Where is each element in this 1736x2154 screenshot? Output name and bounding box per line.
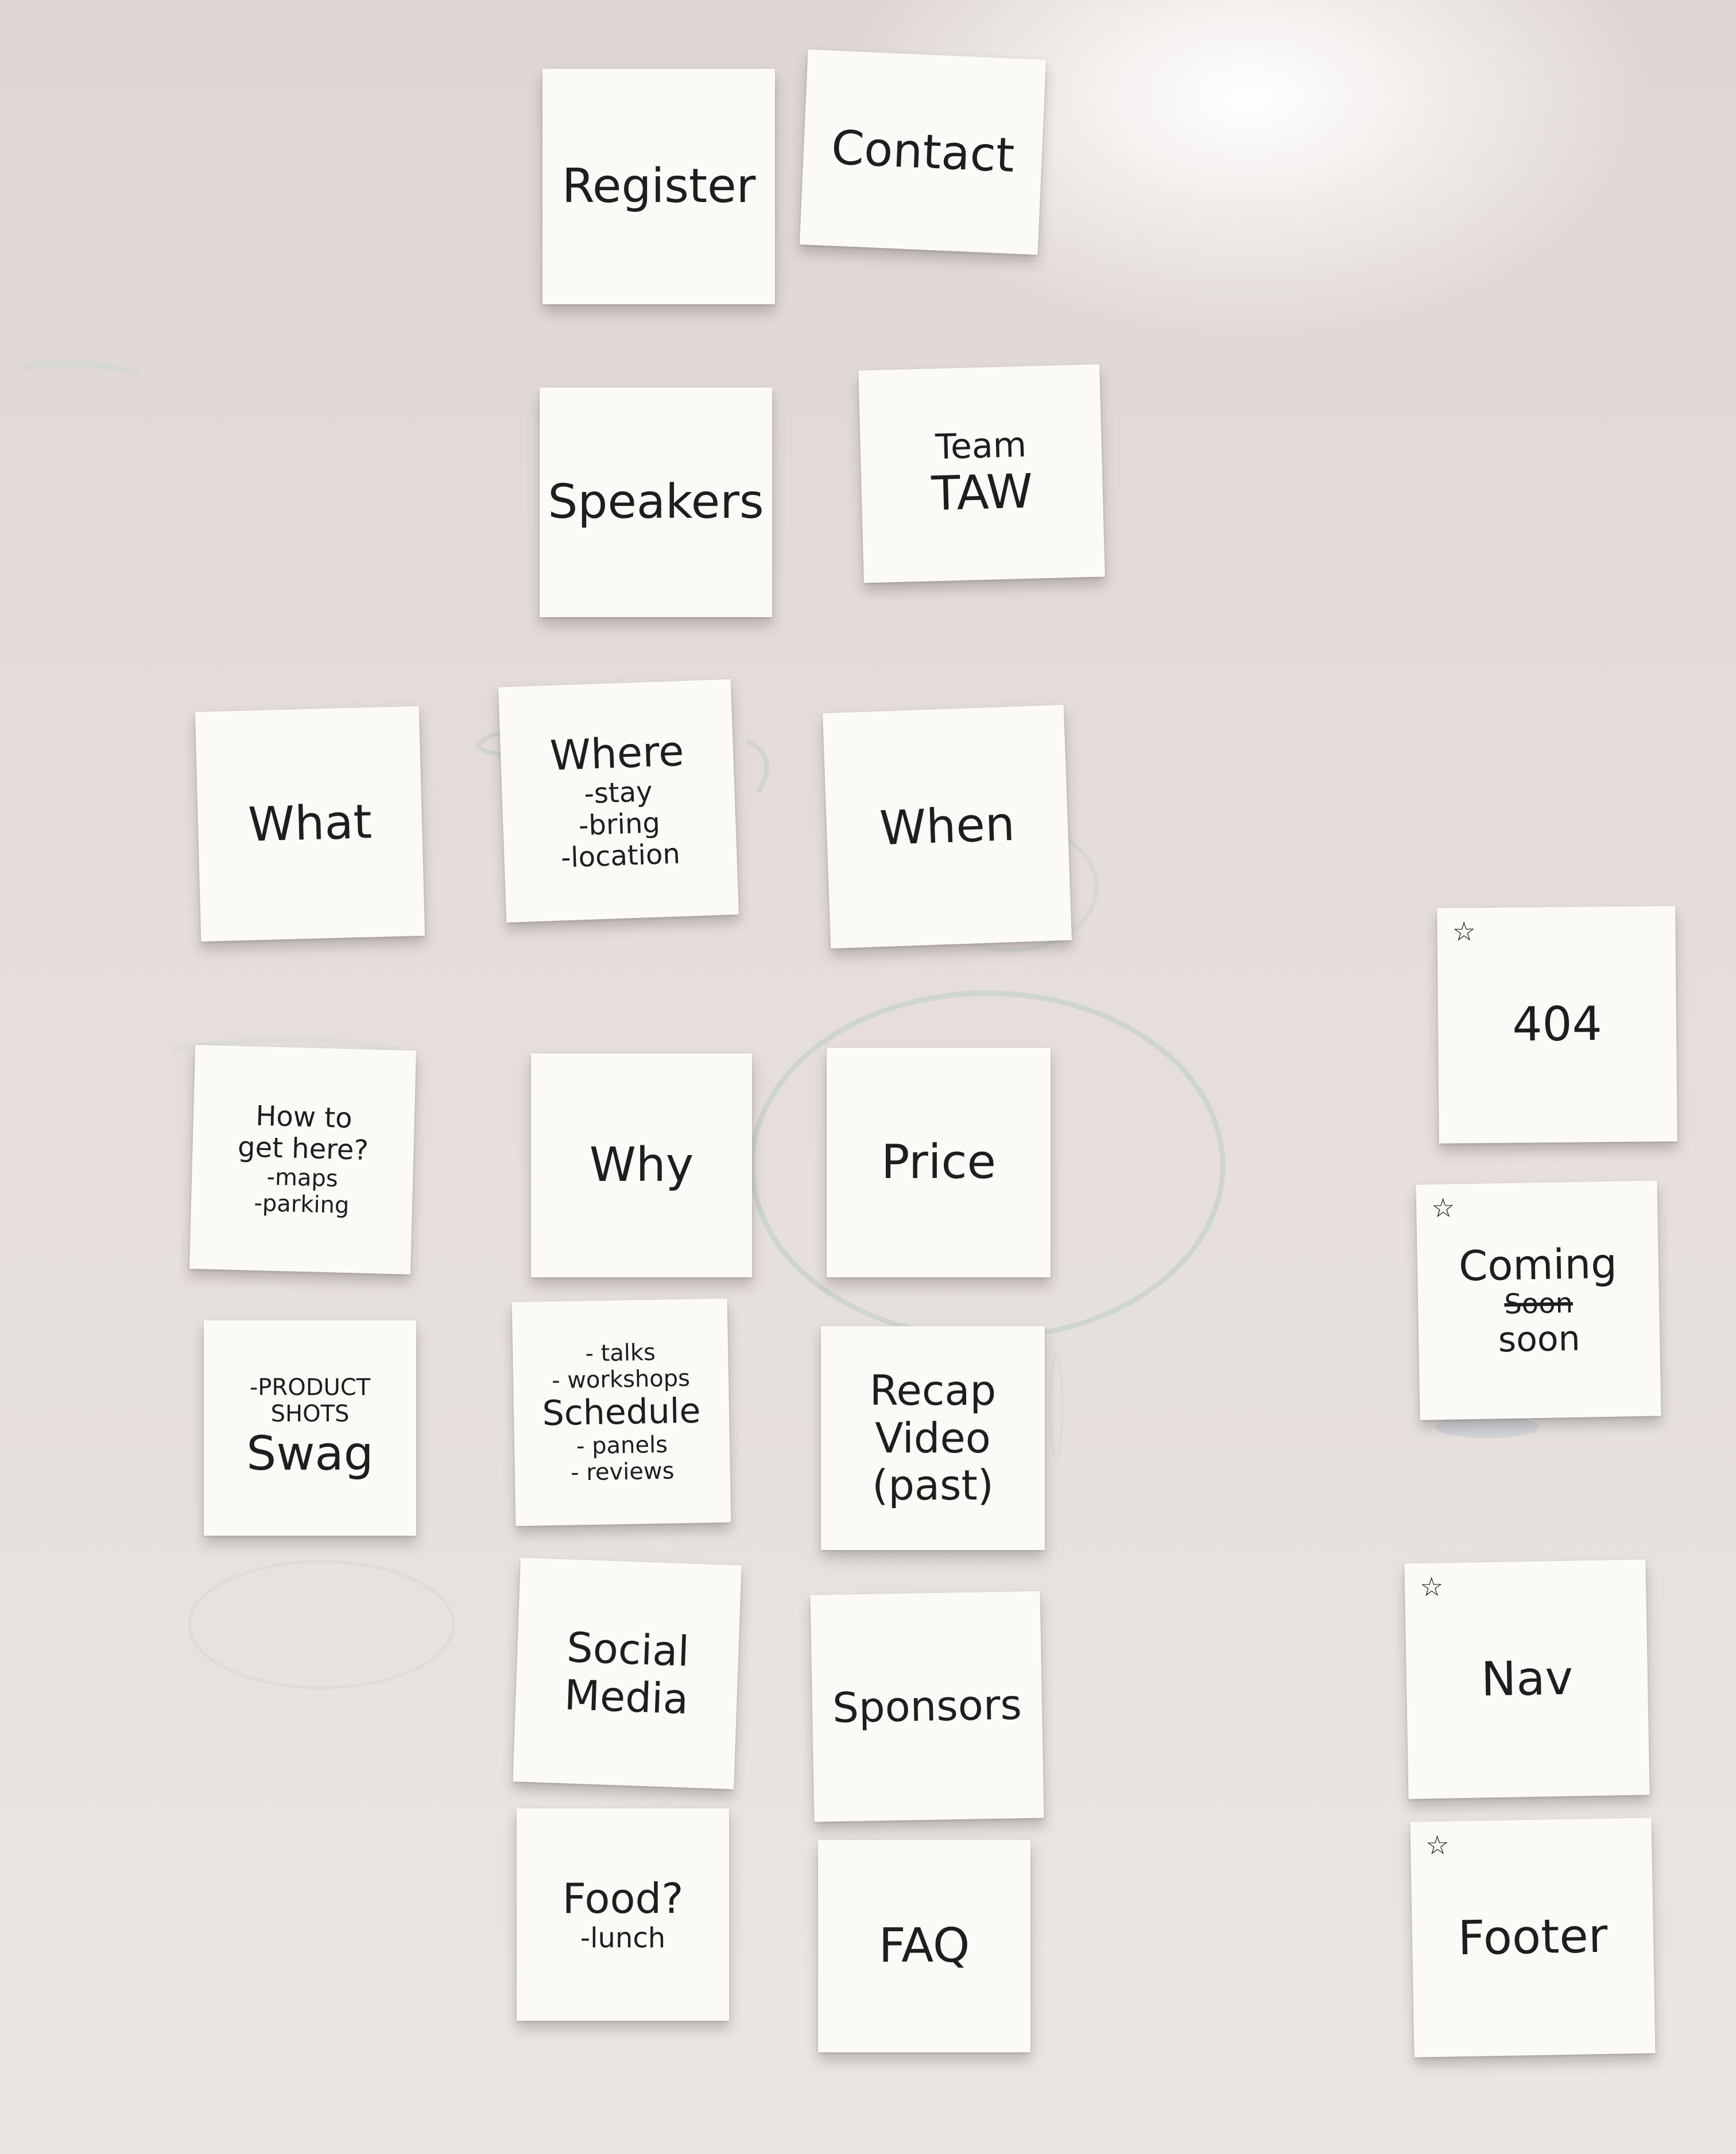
note-text: Food? xyxy=(562,1874,684,1923)
note-text: (past) xyxy=(872,1461,994,1510)
note-list-item: -maps xyxy=(266,1164,339,1192)
sticky-note-food[interactable]: Food? -lunch xyxy=(517,1808,729,2021)
note-text: 404 xyxy=(1512,997,1603,1052)
note-text: Sponsors xyxy=(832,1680,1022,1732)
sticky-note-what[interactable]: What xyxy=(195,706,425,942)
sticky-note-nav[interactable]: ☆ Nav xyxy=(1404,1559,1650,1799)
note-text: What xyxy=(247,795,373,853)
note-text: When xyxy=(878,796,1016,856)
note-text: Where xyxy=(549,726,685,780)
note-list-item: - talks xyxy=(585,1339,656,1367)
star-icon: ☆ xyxy=(1419,1571,1444,1603)
note-text: Team xyxy=(935,425,1027,468)
note-text: Schedule xyxy=(542,1390,701,1434)
note-text: Coming xyxy=(1458,1239,1618,1290)
sticky-note-speakers[interactable]: Speakers xyxy=(540,388,772,617)
note-text: -PRODUCT xyxy=(249,1374,371,1401)
note-text: Footer xyxy=(1457,1908,1609,1966)
sticky-note-social-media[interactable]: Social Media xyxy=(513,1558,742,1789)
note-text: Media xyxy=(563,1671,689,1723)
note-list-item: -lunch xyxy=(580,1921,666,1954)
note-text: Speakers xyxy=(548,474,764,529)
sticky-note-why[interactable]: Why xyxy=(531,1053,752,1277)
note-text: Swag xyxy=(246,1427,374,1482)
sticky-note-register[interactable]: Register xyxy=(542,69,775,304)
note-text: Price xyxy=(881,1134,997,1190)
star-icon: ☆ xyxy=(1452,916,1477,947)
sticky-note-coming-soon[interactable]: ☆ Coming Soon soon xyxy=(1416,1180,1661,1420)
star-icon: ☆ xyxy=(1425,1829,1450,1861)
note-text: Nav xyxy=(1481,1651,1574,1707)
sticky-note-footer[interactable]: ☆ Footer xyxy=(1410,1818,1656,2058)
sticky-note-schedule[interactable]: - talks - workshops Schedule - panels - … xyxy=(512,1298,731,1527)
note-text: FAQ xyxy=(878,1918,970,1973)
sticky-note-swag[interactable]: -PRODUCT SHOTS Swag xyxy=(204,1320,416,1536)
note-struck-text: Soon xyxy=(1504,1287,1574,1321)
note-text: soon xyxy=(1498,1319,1581,1361)
note-list-item: -parking xyxy=(253,1190,350,1219)
sticky-note-how-to-get-here[interactable]: How to get here? -maps -parking xyxy=(189,1045,417,1274)
sticky-note-price[interactable]: Price xyxy=(827,1048,1051,1277)
note-list-item: -bring xyxy=(578,807,661,842)
note-list-item: -stay xyxy=(583,775,653,810)
note-list-item: -location xyxy=(560,838,681,874)
note-text: SHOTS xyxy=(270,1401,350,1428)
note-text: Why xyxy=(589,1137,694,1192)
note-text: Social xyxy=(565,1623,691,1676)
sticky-note-when[interactable]: When xyxy=(822,704,1072,949)
note-text: Contact xyxy=(830,120,1016,183)
sticky-note-recap-video[interactable]: Recap Video (past) xyxy=(821,1326,1045,1550)
note-list-item: - workshops xyxy=(551,1365,691,1394)
sticky-note-faq[interactable]: FAQ xyxy=(818,1840,1030,2052)
note-text: How to xyxy=(255,1099,353,1135)
note-text: TAW xyxy=(931,464,1034,522)
note-text: Register xyxy=(561,158,756,214)
sticky-note-contact[interactable]: Contact xyxy=(799,49,1047,255)
note-list-item: - panels xyxy=(576,1431,668,1459)
sticky-note-sponsors[interactable]: Sponsors xyxy=(810,1591,1044,1822)
sticky-note-404[interactable]: ☆ 404 xyxy=(1437,906,1677,1144)
sticky-note-team-taw[interactable]: Team TAW xyxy=(858,364,1105,583)
note-text: get here? xyxy=(237,1131,369,1167)
note-list-item: - reviews xyxy=(570,1457,675,1486)
star-icon: ☆ xyxy=(1431,1192,1455,1224)
note-text: Recap xyxy=(869,1366,997,1415)
note-text: Video xyxy=(875,1413,991,1462)
sticky-note-where[interactable]: Where -stay -bring -location xyxy=(498,679,739,923)
